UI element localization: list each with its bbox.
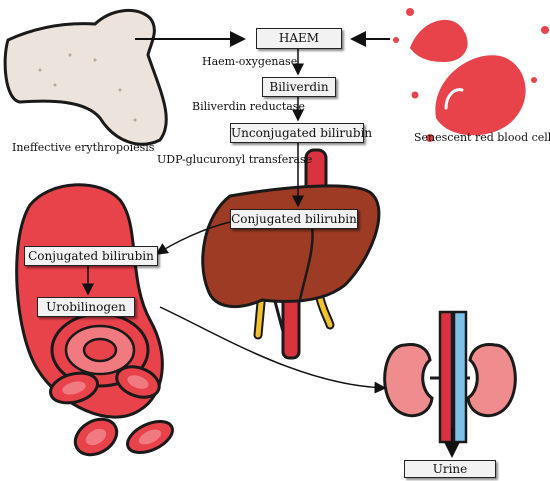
- bone-marrow-illustration: [3, 9, 168, 146]
- enzyme-biliverdin-reductase: Biliverdin reductase: [192, 100, 305, 113]
- gut-illustration: [15, 183, 174, 457]
- enzyme-haem-oxygenase: Haem-oxygenase: [202, 55, 298, 68]
- node-biliverdin: Biliverdin: [262, 77, 336, 97]
- liver-illustration: [201, 148, 381, 360]
- enzyme-udp-glucuronyl-transferase: UDP-glucuronyl transferase: [157, 153, 313, 166]
- flow-arrows: [82, 31, 460, 458]
- node-unconjugated-bilirubin: Unconjugated bilirubin: [230, 123, 372, 143]
- blood-drops-illustration: [393, 8, 549, 142]
- node-conjugated-bilirubin-gut: Conjugated bilirubin: [24, 246, 158, 266]
- kidneys-illustration: [383, 310, 517, 444]
- node-urine: Urine: [404, 460, 496, 478]
- label-senescent-red-blood-cell: Senescent red blood cell: [414, 131, 550, 144]
- label-ineffective-erythropoiesis: Ineffective erythropoiesis: [12, 141, 155, 154]
- node-conjugated-bilirubin-liver: Conjugated bilirubin: [230, 209, 358, 229]
- node-haem: HAEM: [256, 28, 342, 49]
- node-urobilinogen: Urobilinogen: [37, 297, 135, 317]
